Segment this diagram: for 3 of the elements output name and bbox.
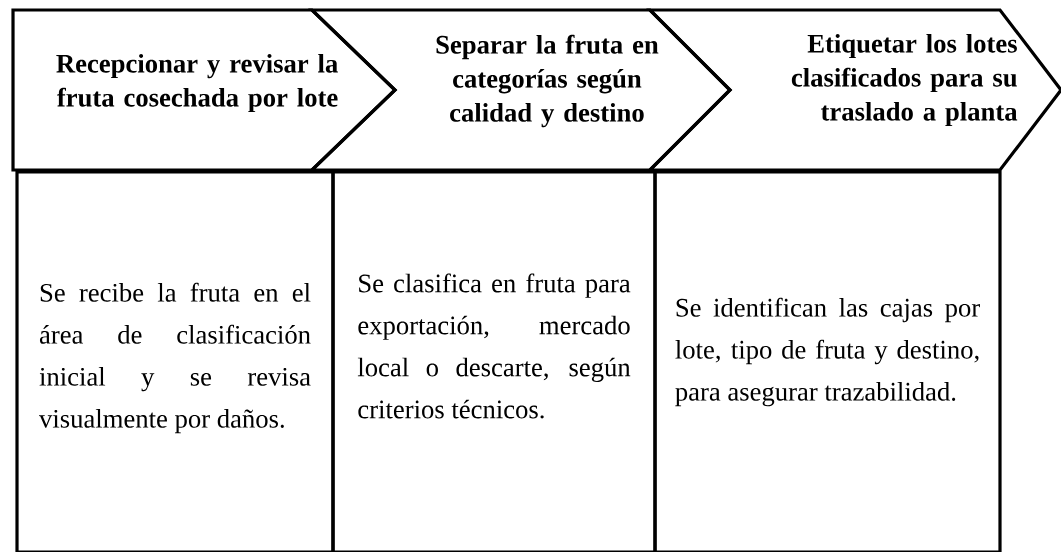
description-box: Se recibe la fruta en el área de clasificación inicial y se revisa visualmente por daños. bbox=[15, 170, 335, 552]
description-box: Se clasifica en fruta para exportación, mercado local o descarte, según criterios técnicos. bbox=[331, 170, 657, 552]
description-box: Se identifican las cajas por lote, tipo de fruta y destino, para asegurar trazabilidad. bbox=[653, 170, 1002, 552]
